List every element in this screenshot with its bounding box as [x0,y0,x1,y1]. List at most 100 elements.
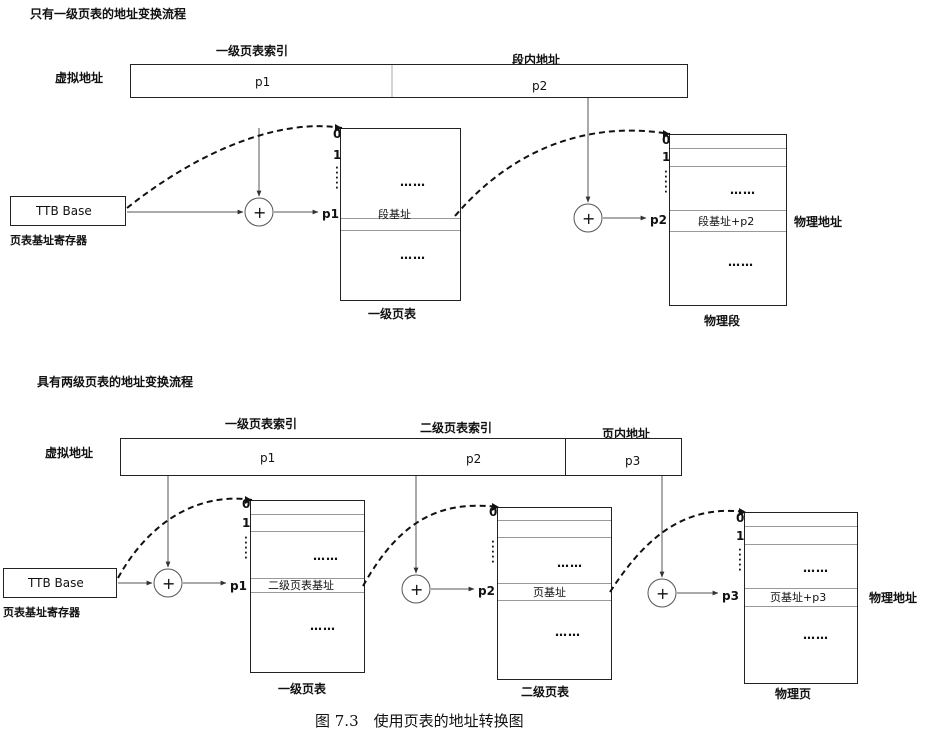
bottom-level2-entry: 页基址 [533,586,566,599]
top-ttb-caption: 页表基址寄存器 [10,234,87,247]
bottom-physical-caption: 物理页 [775,687,812,701]
bottom-physical-ellipsis-lower: …… [803,628,829,642]
top-level1-row1: 1 [333,148,342,162]
top-virtual-address-box [130,64,688,98]
bottom-adder3-circle [647,578,677,608]
bottom-physical-row-divider [745,544,857,545]
top-field1-header: 一级页表索引 [216,44,289,58]
bottom-level1-ellipsis-lower: …… [310,619,336,633]
top-level1-row0: 0 [333,127,342,141]
top-physical-ellipsis-upper: …… [730,183,756,197]
bottom-virtual-address-box [120,438,682,476]
top-field2-value: p2 [532,79,548,93]
bottom-level1-row0: 0 [242,497,251,511]
bottom-level2-row-divider [498,583,611,584]
bottom-adder1-plus: + [162,574,176,593]
top-physical-row1: 1 [662,150,671,164]
top-physical-caption: 物理段 [704,314,741,328]
top-physical-ellipsis-lower: …… [728,255,754,269]
top-title: 只有一级页表的地址变换流程 [30,7,187,21]
top-level1-caption: 一级页表 [368,307,417,321]
bottom-field3-header: 页内地址 [602,427,651,441]
bottom-physical-row-divider [745,606,857,607]
bottom-level2-caption: 二级页表 [521,685,570,699]
bottom-adder3-plus: + [656,584,670,603]
bottom-p2-label: p2 [478,584,495,598]
bottom-field2-value: p2 [466,452,482,466]
bottom-field2-header: 二级页表索引 [420,421,493,435]
top-adder1-circle [244,197,274,227]
bottom-level1-to-level2-curve [362,504,500,587]
top-level1-vertical-dots: ····· [335,163,339,194]
top-physical-row-divider [670,231,786,232]
figure-caption: 图 7.3 使用页表的地址转换图 [315,712,524,730]
top-physical-address-label: 物理地址 [794,215,843,229]
bottom-physical-row-divider [745,588,857,589]
bottom-title: 具有两级页表的地址变换流程 [37,375,194,389]
bottom-field3-value: p3 [625,454,641,468]
top-physical-row0: 0 [662,133,671,147]
top-p2-label: p2 [650,213,667,227]
top-physical-row-divider [670,166,786,167]
bottom-level2-ellipsis-upper: …… [557,556,583,570]
bottom-level1-row-divider [251,578,364,579]
bottom-physical-address-label: 物理地址 [869,591,918,605]
bottom-curve3-arrowhead [739,508,746,516]
top-p1-label: p1 [322,207,339,221]
bottom-level2-vertical-dots: ····· [491,537,495,568]
top-field2-header: 段内地址 [512,53,561,67]
bottom-physical-row0: 0 [736,511,745,525]
bottom-physical-entry: 页基址+p3 [770,591,827,604]
bottom-virtual-label: 虚拟地址 [45,446,94,460]
top-curve2-arrowhead [663,130,670,138]
bottom-field-divider [565,439,566,475]
top-level1-row-divider [341,218,460,219]
top-adder2-circle [573,203,603,233]
bottom-adder1-circle [153,568,183,598]
bottom-ttb-caption: 页表基址寄存器 [3,606,80,619]
bottom-level2-ellipsis-lower: …… [555,625,581,639]
top-physical-entry: 段基址+p2 [698,215,755,228]
bottom-physical-row1: 1 [736,529,745,543]
top-ttb-label: TTB Base [36,204,92,218]
bottom-ttb-label: TTB Base [28,576,84,590]
bottom-level2-row-divider [498,600,611,601]
top-adder1-plus: + [253,203,267,222]
bottom-level1-entry: 二级页表基址 [268,579,334,592]
top-level1-entry: 段基址 [378,208,411,221]
bottom-level1-ellipsis-upper: …… [313,549,339,563]
bottom-level1-table [250,500,365,673]
bottom-physical-row-divider [745,526,857,527]
top-field1-value: p1 [255,75,271,89]
bottom-adder2-circle [401,574,431,604]
bottom-level1-row1: 1 [242,516,251,530]
top-ttb-to-level1-curve [126,125,343,209]
bottom-physical-ellipsis-upper: …… [803,561,829,575]
top-adder2-plus: + [582,209,596,228]
top-physical-vertical-dots: ····· [664,167,668,198]
bottom-ttb-to-level1-curve [117,497,253,579]
bottom-field1-value: p1 [260,451,276,465]
bottom-level2-row-divider [498,537,611,538]
bottom-physical-vertical-dots: ····· [738,545,742,576]
bottom-ttb-box [3,568,117,598]
bottom-adder2-plus: + [410,580,424,599]
bottom-p1-label: p1 [230,579,247,593]
bottom-field1-header: 一级页表索引 [225,417,298,431]
top-level1-ellipsis-lower: …… [400,248,426,262]
top-virtual-label: 虚拟地址 [55,71,104,85]
bottom-level1-row-divider [251,531,364,532]
bottom-curve1-arrowhead [245,496,252,504]
top-level1-row-divider [341,230,460,231]
bottom-level1-caption: 一级页表 [278,682,327,696]
top-physical-row-divider [670,210,786,211]
top-ttb-box [10,196,126,226]
top-curve1-arrowhead [335,124,342,132]
bottom-physical-page-table [744,512,858,684]
bottom-level1-vertical-dots: ····· [244,533,248,564]
top-level1-to-physical-curve [454,129,671,217]
bottom-level1-row-divider [251,592,364,593]
top-physical-row-divider [670,148,786,149]
bottom-level2-row-divider [498,520,611,521]
